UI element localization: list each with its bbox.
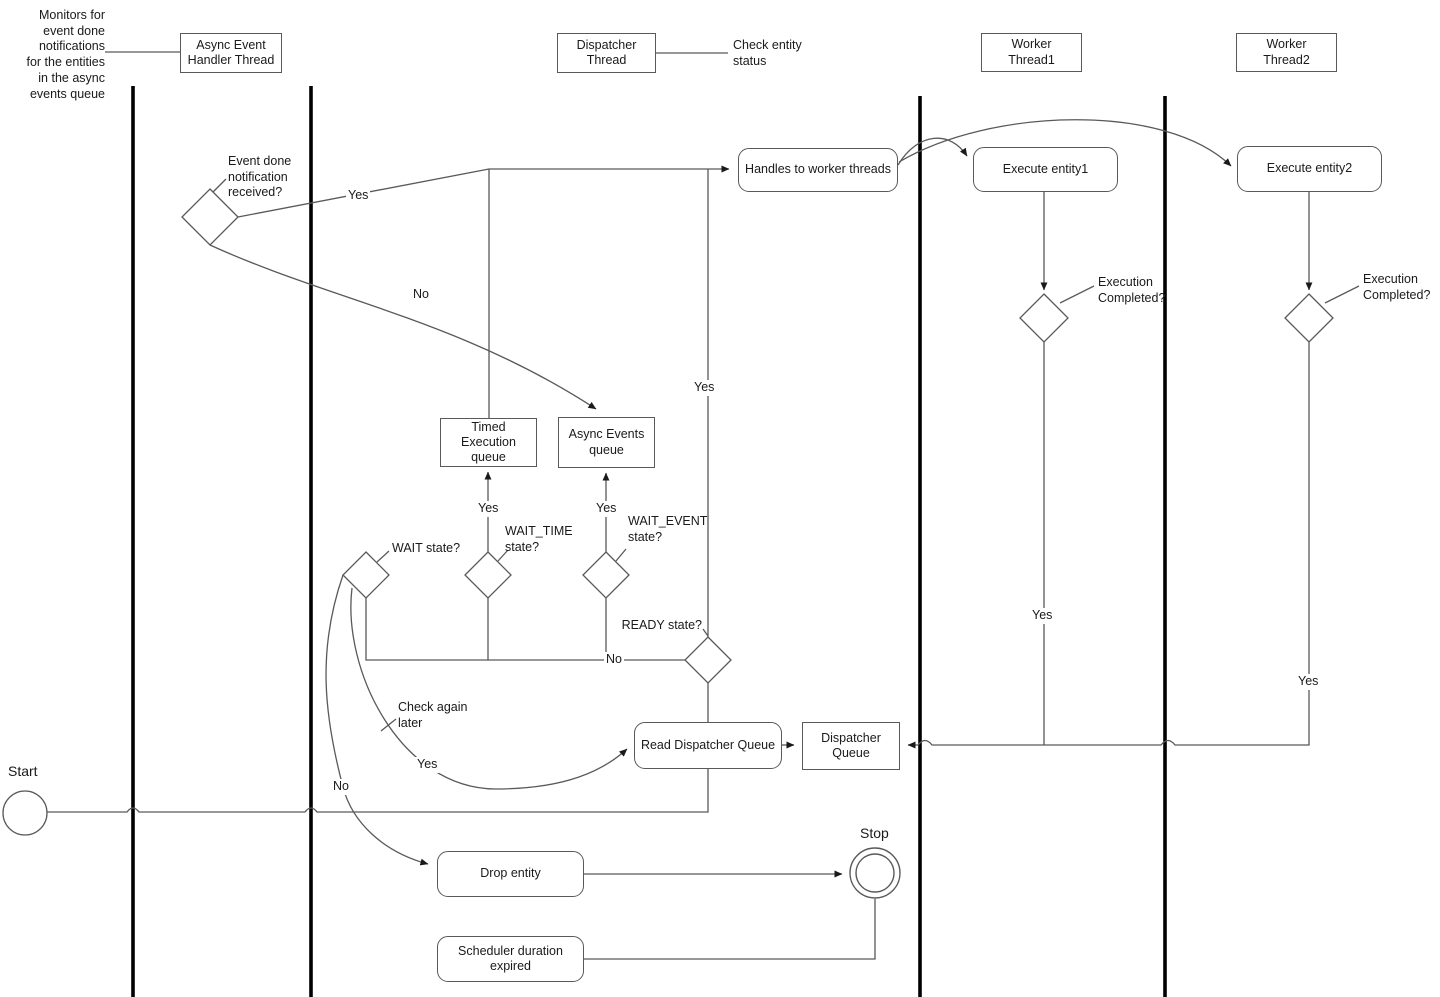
- process-handles-to-workers: Handles to worker threads: [738, 148, 898, 192]
- decision-exec-completed1-diamond: [1019, 293, 1069, 343]
- edge-label-wait-no: No: [331, 779, 351, 795]
- edge-label-wait-yes: Yes: [415, 757, 440, 773]
- label-decision-event-done: Event done notification received?: [228, 154, 292, 200]
- queue-timed-execution: Timed Execution queue: [440, 418, 537, 467]
- edge-label-ready-yes: Yes: [692, 380, 717, 396]
- decision-event-done-diamond: [181, 188, 239, 246]
- edge-label-exec2-yes: Yes: [1296, 674, 1321, 690]
- decision-wait-event-diamond: [582, 551, 630, 599]
- start-node: [2, 790, 48, 836]
- label-decision-wait-time: WAIT_TIME state?: [505, 524, 573, 554]
- decision-wait-time-diamond: [464, 551, 512, 599]
- note-monitors: Monitors for event done notifications fo…: [26, 8, 105, 101]
- lane-header-async-event-handler: Async Event Handler Thread: [180, 33, 282, 73]
- start-label: Start: [8, 763, 38, 779]
- edge-handles-to-entity1: [897, 137, 968, 166]
- queue-async-events: Async Events queue: [558, 417, 655, 468]
- decision-wait-diamond: [342, 551, 390, 599]
- stop-label: Stop: [860, 825, 889, 841]
- edge-start-to-readqueue: [47, 682, 709, 813]
- edge-label-exec1-yes: Yes: [1030, 608, 1055, 624]
- process-drop-entity: Drop entity: [437, 851, 584, 897]
- label-decision-ready: READY state?: [621, 618, 702, 632]
- edge-label-waitevent-yes: Yes: [594, 501, 619, 517]
- tick-eventdone: [212, 178, 227, 193]
- queue-dispatcher: Dispatcher Queue: [802, 722, 900, 770]
- edge-wait-yes-checkagain: [350, 587, 628, 790]
- label-decision-wait: WAIT state?: [392, 541, 461, 555]
- edge-workers-to-dispatcherqueue: [907, 739, 1044, 749]
- label-decision-wait-event: WAIT_EVENT state?: [628, 514, 708, 544]
- edge-label-eventdone-no: No: [411, 287, 431, 303]
- swimlane-lines: [131, 86, 1167, 997]
- edge-no-bus: [365, 598, 685, 661]
- tick-checkagain: [380, 718, 397, 732]
- decision-ready-diamond: [684, 636, 732, 684]
- label-decision-exec-completed2: Execution Completed?: [1363, 272, 1431, 302]
- tick-exec1: [1059, 285, 1095, 304]
- tick-ready: [702, 628, 709, 637]
- process-execute-entity1: Execute entity1: [973, 147, 1118, 192]
- edge-scheduler-to-stop: [584, 899, 876, 960]
- process-scheduler-duration-expired: Scheduler duration expired: [437, 936, 584, 982]
- edge-label-waittime-yes: Yes: [476, 501, 501, 517]
- edge-handles-to-entity2: [898, 119, 1232, 167]
- edge-eventdone-no: [209, 244, 597, 410]
- edge-label-eventdone-yes: Yes: [346, 188, 371, 204]
- decision-exec-completed2-diamond: [1284, 293, 1334, 343]
- note-check-entity-status: Check entity status: [733, 38, 802, 68]
- lane-header-worker1: Worker Thread1: [981, 33, 1082, 72]
- tick-waittime: [497, 549, 509, 562]
- tick-exec2: [1324, 285, 1360, 304]
- edge-label-ready-no: No: [604, 652, 624, 668]
- label-decision-exec-completed1: Execution Completed?: [1098, 275, 1166, 305]
- edge-exec2-yes-down: [1044, 342, 1310, 746]
- edge-label-check-again-later: Check again later: [398, 700, 468, 730]
- tick-wait: [376, 550, 390, 563]
- lane-header-dispatcher: Dispatcher Thread: [557, 33, 656, 73]
- lane-header-worker2: Worker Thread2: [1236, 33, 1337, 72]
- tick-waitevent: [615, 548, 627, 562]
- process-read-dispatcher-queue: Read Dispatcher Queue: [634, 722, 782, 769]
- stop-node-inner: [855, 853, 895, 893]
- process-execute-entity2: Execute entity2: [1237, 146, 1382, 192]
